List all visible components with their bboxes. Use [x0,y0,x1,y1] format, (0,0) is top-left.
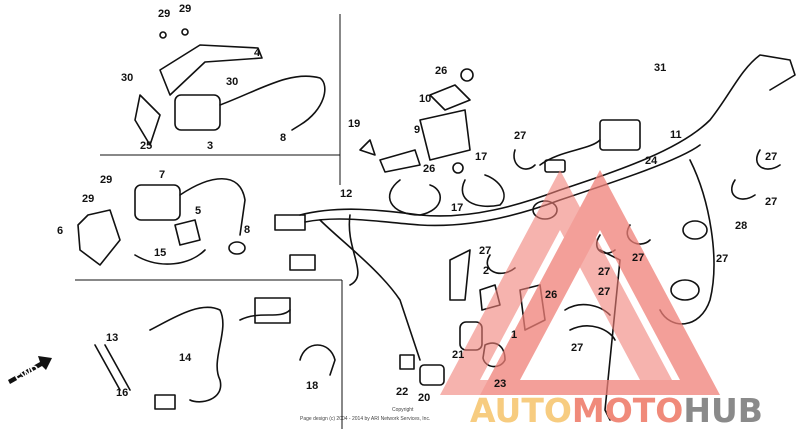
callout-24: 24 [645,155,658,167]
callout-18: 18 [306,380,318,392]
callout-21: 21 [452,349,464,361]
copyright-small: Copyright [392,407,414,413]
fwd-label: FWD [14,363,42,386]
callout-27: 27 [716,253,728,265]
callout-29: 29 [82,193,94,205]
callout-8: 8 [244,224,250,236]
callout-2: 2 [483,265,489,277]
callout-31: 31 [654,62,666,74]
callout-17: 17 [451,202,463,214]
callout-13: 13 [106,332,118,344]
watermark-logo: AUTOMOTOHUB [470,391,763,429]
callout-20: 20 [418,392,430,404]
ignition-coil-lower [77,177,246,266]
callout-27: 27 [765,151,777,163]
callout-26: 26 [545,289,557,301]
callout-27: 27 [598,266,610,278]
callout-6: 6 [57,225,63,237]
callout-27: 27 [598,286,610,298]
regulator-parts [359,68,536,216]
callout-29: 29 [100,174,112,186]
lower-left-harness [94,297,445,410]
callout-26: 26 [435,65,447,77]
callout-7: 7 [159,169,165,181]
callout-15: 15 [154,247,166,259]
fwd-arrow: FWD [8,356,52,386]
callout-27: 27 [765,196,777,208]
callout-27: 27 [514,130,526,142]
callout-9: 9 [414,124,420,136]
ignition-coil-upper [134,28,326,146]
callout-29: 29 [158,8,170,20]
callout-26: 26 [423,163,435,175]
callout-28: 28 [735,220,747,232]
automotohub-watermark [440,170,720,395]
copyright-line: Page design (c) 2004 - 2014 by ARI Netwo… [300,416,430,422]
callout-22: 22 [396,386,408,398]
callout-8: 8 [280,132,286,144]
callout-30: 30 [226,76,238,88]
callout-19: 19 [348,118,360,130]
section-dividers [75,14,343,429]
callout-4: 4 [254,47,261,59]
callout-12: 12 [340,188,352,200]
callout-1: 1 [511,329,517,341]
callout-25: 25 [140,140,152,152]
callout-27: 27 [571,342,583,354]
callout-27: 27 [479,245,491,257]
callout-23: 23 [494,378,506,390]
callout-17: 17 [475,151,487,163]
callout-3: 3 [207,140,213,152]
callout-30: 30 [121,72,133,84]
callout-16: 16 [116,387,128,399]
callout-14: 14 [179,352,192,364]
callout-11: 11 [670,129,682,141]
callout-10: 10 [419,93,431,105]
callout-5: 5 [195,205,201,217]
callout-27: 27 [632,252,644,264]
callout-29: 29 [179,3,191,15]
